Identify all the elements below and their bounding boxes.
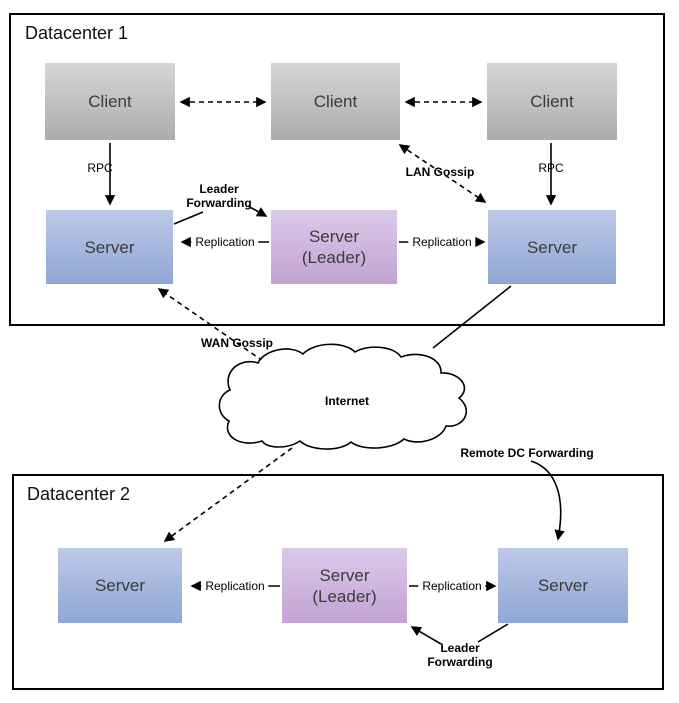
label-wan-gossip: WAN Gossip: [200, 336, 274, 350]
line-server3-to-cloud: [432, 285, 512, 349]
line-leader-forwarding-dc1: [173, 211, 204, 225]
dc2-server-1-label: Server: [94, 576, 146, 595]
label-leader-forwarding-dc2: Leader Forwarding: [427, 641, 493, 669]
label-lan-gossip: LAN Gossip: [405, 165, 475, 179]
datacenter2-frame: [12, 474, 664, 690]
internet-cloud: [218, 343, 468, 450]
arrow-lan-gossip: [398, 144, 487, 203]
dc1-server-1: Server: [46, 210, 173, 284]
label-replication-dc2-left: Replication: [201, 579, 269, 593]
dc2-server-3-label: Server: [537, 576, 589, 595]
label-leader-forwarding-dc1: Leader Forwarding: [186, 182, 252, 210]
label-rpc-left: RPC: [87, 161, 113, 175]
dc1-server-leader-label-line2: (Leader): [301, 248, 367, 267]
datacenter1-frame: [9, 13, 665, 326]
internet-label: Internet: [324, 394, 370, 408]
arrow-leader-forwarding-dc2: [410, 626, 442, 645]
dc1-server-leader: Server (Leader): [271, 210, 397, 284]
dc1-server-1-label: Server: [84, 237, 135, 257]
dc1-client-1: Client: [45, 63, 175, 140]
arrow-remote-dc-forwarding: [530, 460, 565, 541]
dc1-client-3: Client: [487, 63, 617, 140]
dc2-server-leader-label-line2: (Leader): [312, 586, 377, 606]
label-replication-dc1-left: Replication: [191, 235, 259, 249]
label-replication-dc2-right: Replication: [418, 579, 486, 593]
arrow-leader-forwarding-dc1: [247, 205, 268, 217]
dc1-client-2-label: Client: [313, 92, 358, 111]
dc2-server-3: Server: [498, 548, 628, 623]
dc2-server-1: Server: [58, 548, 182, 623]
dc1-server-3: Server: [488, 210, 616, 284]
label-rpc-right: RPC: [538, 161, 564, 175]
dc1-client-2: Client: [271, 63, 400, 140]
label-remote-dc-forwarding: Remote DC Forwarding: [460, 446, 594, 460]
dc2-server-leader: Server (Leader): [282, 548, 407, 623]
dc1-client-1-label: Client: [88, 92, 132, 111]
dc1-server-3-label: Server: [526, 237, 578, 257]
dc1-server-leader-label-line1: Server: [308, 227, 360, 246]
label-replication-dc1-right: Replication: [408, 235, 476, 249]
dc2-server-leader-label-line1: Server: [319, 565, 370, 585]
datacenter2-title: Datacenter 2: [27, 484, 131, 504]
line-leader-forwarding-dc2: [477, 623, 509, 643]
dc1-client-3-label: Client: [530, 92, 574, 111]
datacenter1-title: Datacenter 1: [25, 23, 129, 43]
